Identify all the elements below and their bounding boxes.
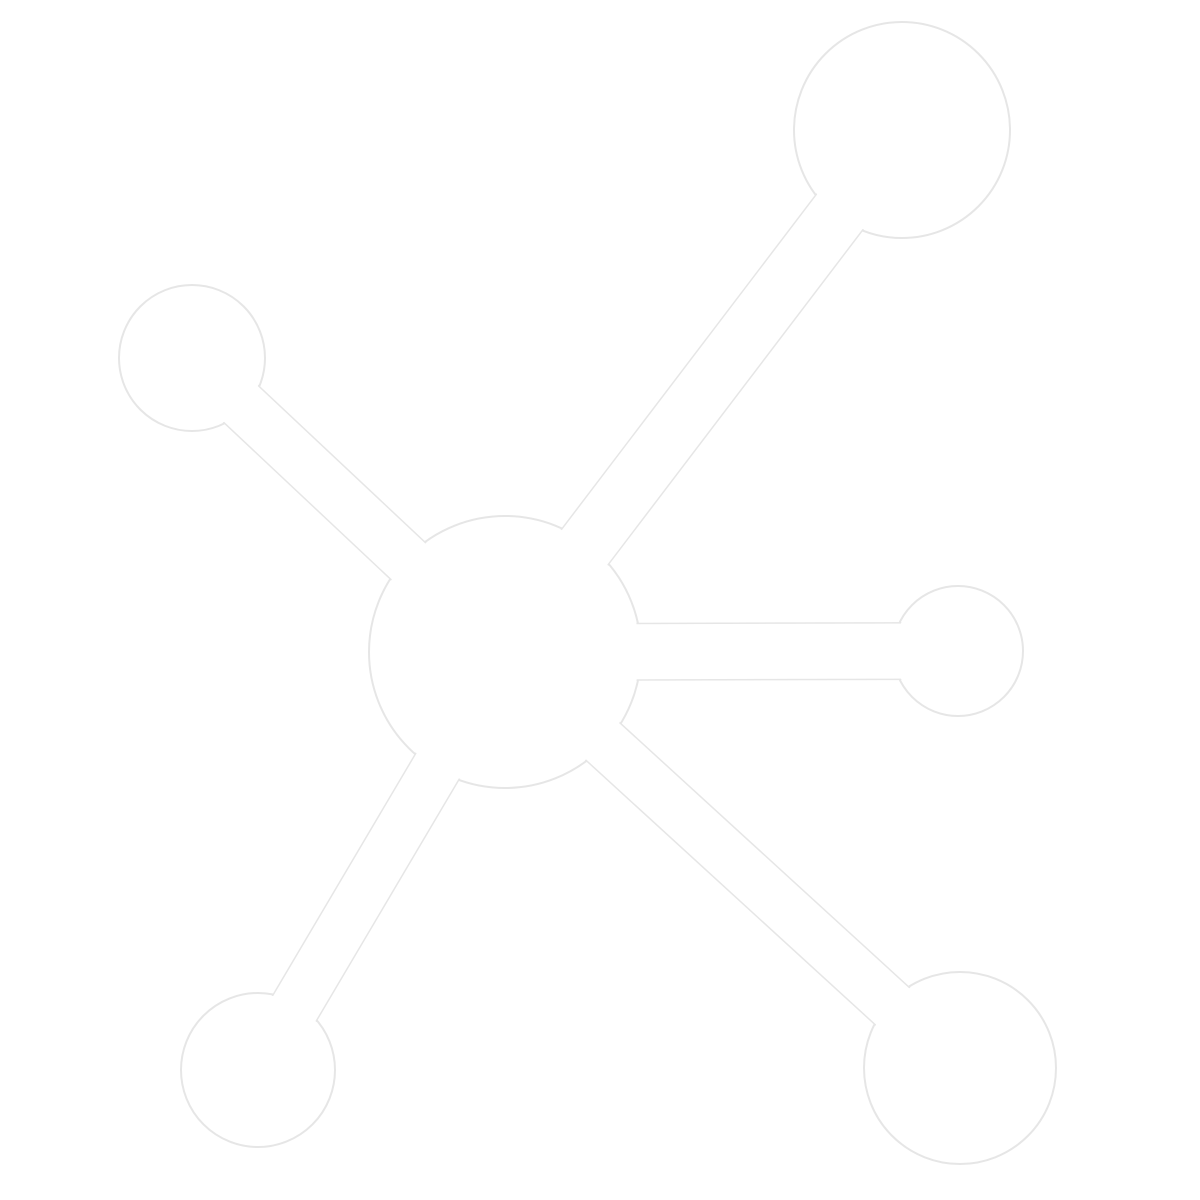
node-top-left-outline	[118, 284, 266, 432]
node-right	[894, 587, 1022, 715]
icon-fill	[120, 23, 1055, 1163]
node-bottom-left-outline	[180, 992, 336, 1148]
node-top-left	[120, 286, 264, 430]
node-bottom-right-outline	[863, 971, 1057, 1165]
node-top-right-outline	[793, 21, 1011, 239]
center-node	[370, 517, 640, 787]
node-bottom-right	[865, 973, 1055, 1163]
node-top-right	[795, 23, 1009, 237]
node-bottom-left	[182, 994, 334, 1146]
